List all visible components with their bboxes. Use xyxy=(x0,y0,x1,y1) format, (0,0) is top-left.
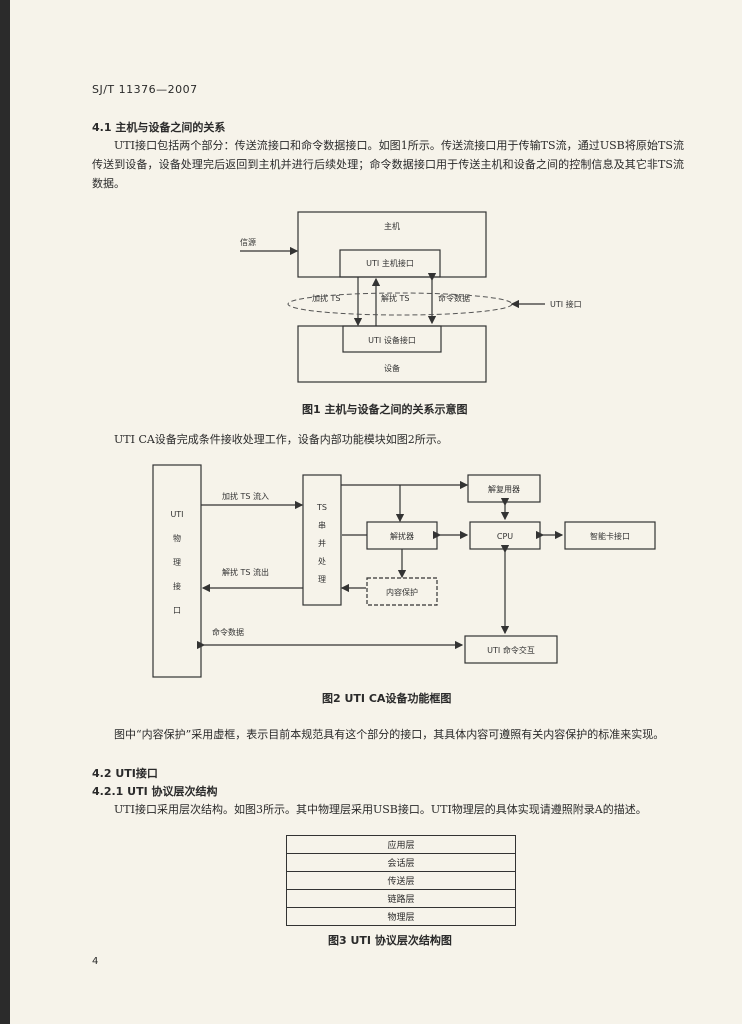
host-label: 主机 xyxy=(384,221,400,231)
descrambler-label: 解扰器 xyxy=(390,531,414,541)
layer-physical: 物理层 xyxy=(286,907,516,926)
section-4-1-title: 4.1 主机与设备之间的关系 xyxy=(92,121,226,134)
page-number: 4 xyxy=(92,956,99,967)
section-4-2-1-title: 4.2.1 UTI 协议层次结构 xyxy=(92,785,218,798)
figure-1-diagram: 主机 UTI 主机接口 UTI 设备接口 设备 信源 加扰 TS 解扰 TS 命… xyxy=(240,211,582,383)
descrambled-ts-label: 解扰 TS xyxy=(381,293,410,303)
layer-transport: 传送层 xyxy=(286,871,516,890)
ts-char: 理 xyxy=(318,575,326,584)
demux-label: 解复用器 xyxy=(488,484,520,494)
layer-link: 链路层 xyxy=(286,889,516,908)
figure-2-diagram: UTI 物 理 接 口 TS 串 并 处 理 加扰 TS 流入 解扰 TS 流出… xyxy=(152,464,656,678)
paragraph-3: 图中“内容保护”采用虚框，表示目前本规范具有这个部分的接口，其具体内容可遵照有关… xyxy=(92,725,684,744)
ts-char: TS xyxy=(316,503,327,512)
source-label: 信源 xyxy=(240,237,256,247)
paragraph-2: UTI CA设备完成条件接收处理工作，设备内部功能模块如图2所示。 xyxy=(92,430,684,449)
protocol-layers-table: 应用层 会话层 传送层 链路层 物理层 xyxy=(286,835,516,926)
device-interface-box xyxy=(342,325,442,353)
command-data-label: 命令数据 xyxy=(212,627,244,637)
paragraph-text: UTI CA设备完成条件接收处理工作，设备内部功能模块如图2所示。 xyxy=(114,433,448,446)
device-label: 设备 xyxy=(384,363,400,373)
figure-3-caption: 图3 UTI 协议层次结构图 xyxy=(328,934,452,947)
command-data-label: 命令数据 xyxy=(438,293,470,303)
layer-application: 应用层 xyxy=(286,835,516,854)
paragraph-text: UTI接口包括两个部分：传送流接口和命令数据接口。如图1所示。传送流接口用于传输… xyxy=(92,139,684,190)
figure-1-caption: 图1 主机与设备之间的关系示意图 xyxy=(302,403,468,416)
uti-phys-char: UTI xyxy=(170,510,183,519)
uti-physical-interface-box xyxy=(152,464,202,678)
paragraph-text: 图中“内容保护”采用虚框，表示目前本规范具有这个部分的接口，其具体内容可遵照有关… xyxy=(114,728,665,741)
layer-session: 会话层 xyxy=(286,853,516,872)
ts-char: 并 xyxy=(318,538,326,548)
uti-interface-label: UTI 接口 xyxy=(550,299,582,309)
scan-edge xyxy=(0,0,10,1024)
content-protection-box xyxy=(366,577,438,606)
uti-command-label: UTI 命令交互 xyxy=(487,645,535,655)
host-interface-label: UTI 主机接口 xyxy=(366,258,414,268)
device-box xyxy=(297,325,487,383)
section-4-2-title: 4.2 UTI接口 xyxy=(92,767,158,780)
ts-serial-parallel-box xyxy=(302,474,342,606)
host-interface-box xyxy=(339,249,441,278)
scrambled-ts-label: 加扰 TS xyxy=(312,293,341,303)
figure-2-caption: 图2 UTI CA设备功能框图 xyxy=(322,692,452,705)
ts-out-label: 解扰 TS 流出 xyxy=(222,567,269,577)
device-interface-label: UTI 设备接口 xyxy=(368,335,416,345)
section-4-1-paragraph: UTI接口包括两个部分：传送流接口和命令数据接口。如图1所示。传送流接口用于传输… xyxy=(92,136,684,193)
content-protection-label: 内容保护 xyxy=(386,587,418,597)
ts-in-label: 加扰 TS 流入 xyxy=(222,491,269,501)
section-4-2-1-paragraph: UTI接口采用层次结构。如图3所示。其中物理层采用USB接口。UTI物理层的具体… xyxy=(92,800,684,819)
uti-phys-char: 理 xyxy=(173,558,181,567)
uti-phys-char: 接 xyxy=(173,581,181,591)
smartcard-interface-box xyxy=(564,521,656,550)
ts-char: 处 xyxy=(318,556,326,566)
smartcard-label: 智能卡接口 xyxy=(590,531,630,541)
uti-phys-char: 口 xyxy=(173,606,181,615)
uti-phys-char: 物 xyxy=(173,533,181,543)
paragraph-text: UTI接口采用层次结构。如图3所示。其中物理层采用USB接口。UTI物理层的具体… xyxy=(114,803,647,816)
ts-char: 串 xyxy=(318,521,326,530)
uti-command-box xyxy=(464,635,558,664)
cpu-label: CPU xyxy=(497,532,513,541)
doc-code-header: SJ/T 11376—2007 xyxy=(92,83,198,96)
